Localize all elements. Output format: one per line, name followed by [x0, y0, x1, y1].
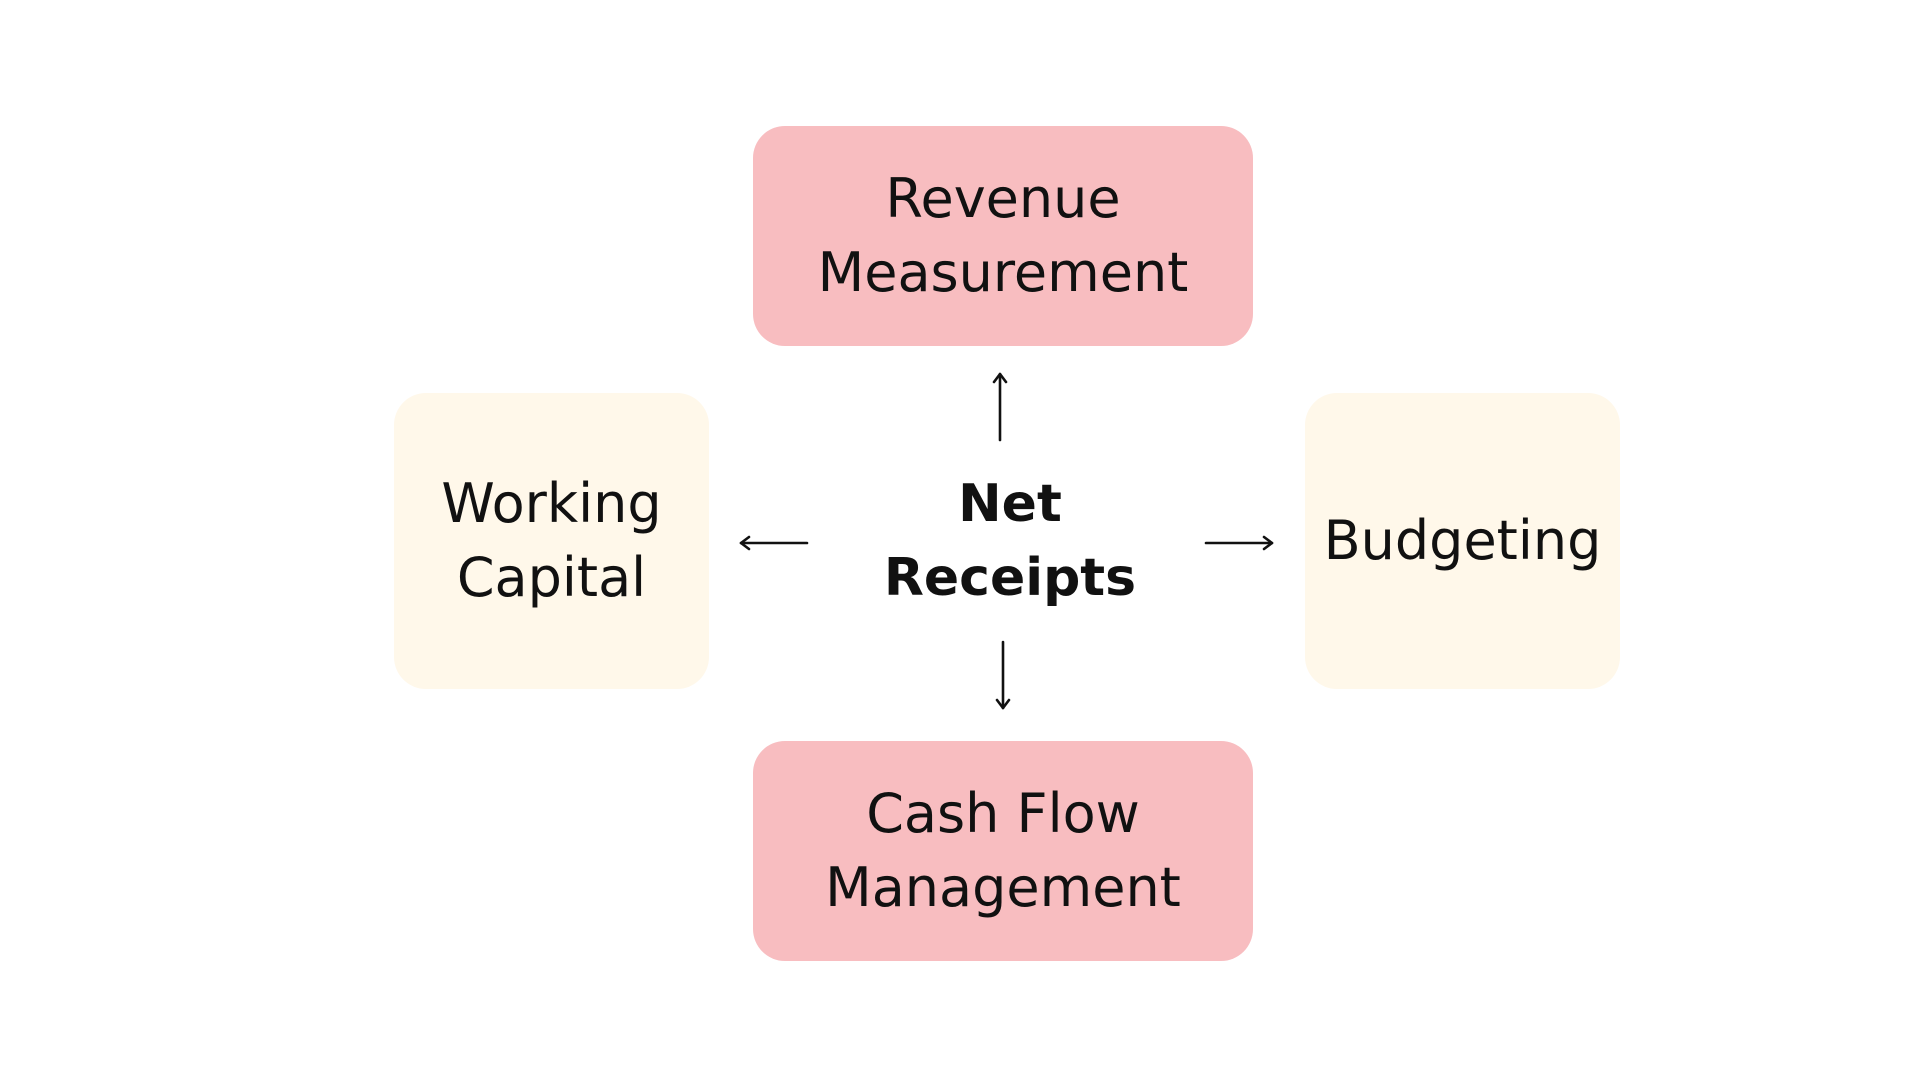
node-cash-flow-management: Cash Flow Management: [753, 741, 1253, 961]
node-cash-flow-management-label: Cash Flow Management: [825, 782, 1181, 919]
node-net-receipts: Net Receipts: [860, 466, 1160, 616]
node-working-capital: Working Capital: [394, 393, 709, 689]
arrow-down-to-cashflow: [995, 640, 1011, 710]
node-budgeting: Budgeting: [1305, 393, 1620, 689]
node-working-capital-label: Working Capital: [441, 472, 662, 609]
arrow-up-to-revenue: [992, 372, 1008, 442]
node-net-receipts-label: Net Receipts: [883, 474, 1137, 608]
arrow-right-to-budgeting: [1204, 535, 1274, 551]
arrow-left-to-working-capital: [739, 535, 809, 551]
node-revenue-measurement: Revenue Measurement: [753, 126, 1253, 346]
node-revenue-measurement-label: Revenue Measurement: [817, 167, 1189, 304]
node-budgeting-label: Budgeting: [1323, 509, 1602, 572]
